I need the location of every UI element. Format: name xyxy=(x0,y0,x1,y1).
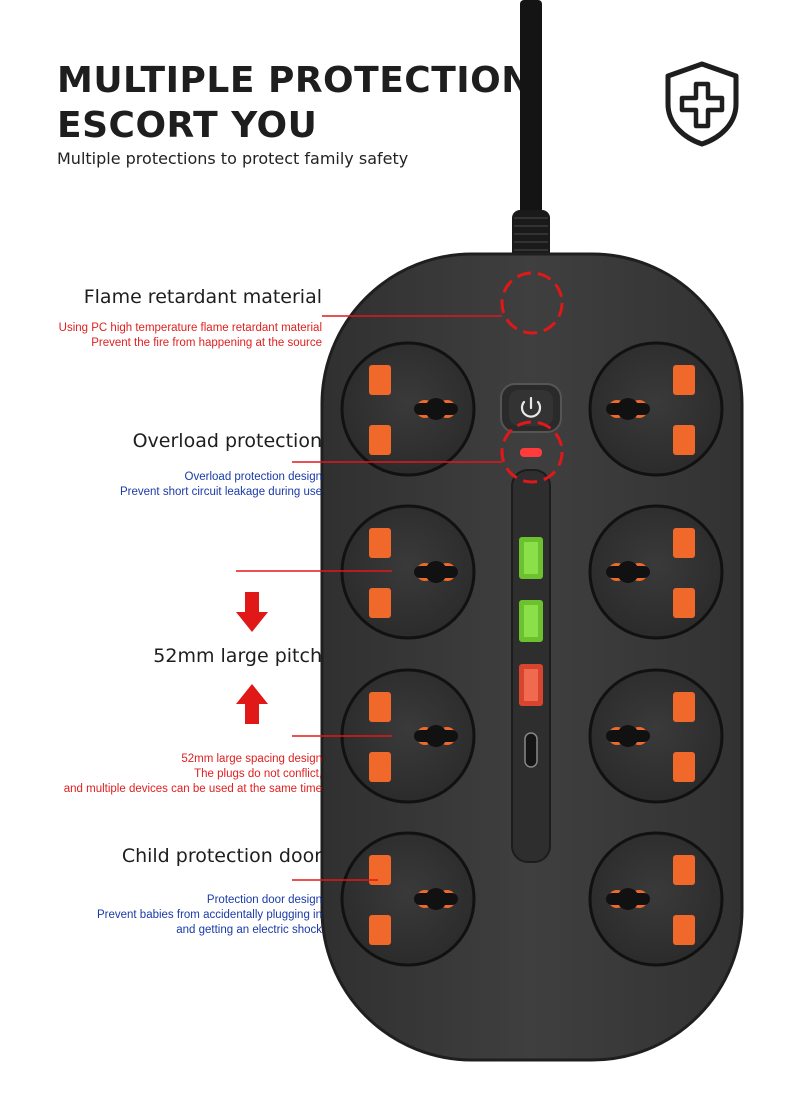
callouts xyxy=(236,271,564,881)
feature-desc-flame-line-1: Using PC high temperature flame retardan… xyxy=(58,322,322,334)
subheadline: Multiple protections to protect family s… xyxy=(57,149,409,168)
feature-desc-overload: Overload protection design Prevent short… xyxy=(120,470,322,500)
feature-desc-pitch-line-2: The plugs do not conflict, xyxy=(194,768,322,780)
shield-cross-icon xyxy=(665,61,739,147)
outlet-socket xyxy=(340,504,476,640)
feature-desc-child-door: Protection door design Prevent babies fr… xyxy=(97,893,322,938)
outlet-socket xyxy=(588,831,724,967)
feature-title-flame: Flame retardant material xyxy=(83,286,322,308)
arrow-up-icon xyxy=(236,684,268,724)
feature-desc-pitch-line-3: and multiple devices can be used at the … xyxy=(63,783,322,795)
outlet-socket xyxy=(340,831,476,967)
callout-circle-flame xyxy=(500,271,564,335)
outlet-socket xyxy=(340,668,476,804)
callout-circle-overload xyxy=(500,420,564,484)
outlet-socket xyxy=(588,504,724,640)
usb-c-port xyxy=(524,732,538,768)
feature-desc-overload-line-1: Overload protection design xyxy=(184,471,322,483)
power-icon xyxy=(520,396,542,418)
feature-desc-pitch: 52mm large spacing design The plugs do n… xyxy=(64,752,322,797)
feature-title-overload: Overload protection xyxy=(132,430,322,452)
overload-indicator-light xyxy=(520,448,542,457)
power-button[interactable] xyxy=(500,383,562,433)
arrow-down-icon xyxy=(236,592,268,632)
feature-desc-pitch-line-1: 52mm large spacing design xyxy=(181,753,322,765)
feature-desc-flame-line-2: Prevent the fire from happening at the s… xyxy=(91,337,322,349)
usb-port-green-2 xyxy=(519,600,543,642)
usb-port-green-1 xyxy=(519,537,543,579)
feature-desc-flame: Using PC high temperature flame retardan… xyxy=(59,321,322,351)
feature-desc-overload-line-2: Prevent short circuit leakage during use xyxy=(120,486,322,498)
power-cable xyxy=(512,0,550,262)
outlet-socket xyxy=(588,668,724,804)
usb-port-red xyxy=(519,664,543,706)
outlet-socket xyxy=(588,341,724,477)
feature-desc-child-door-line-2: Prevent babies from accidentally pluggin… xyxy=(96,909,322,921)
headline: MULTIPLE PROTECTION ESCORT YOU xyxy=(57,58,532,148)
headline-line-2: ESCORT YOU xyxy=(57,105,318,146)
feature-desc-child-door-line-3: and getting an electric shock xyxy=(176,924,322,936)
feature-desc-child-door-line-1: Protection door design xyxy=(206,894,322,906)
feature-title-child-door: Child protection door xyxy=(121,845,322,867)
outlet-socket xyxy=(340,341,476,477)
feature-title-pitch: 52mm large pitch xyxy=(153,645,322,667)
headline-line-1: MULTIPLE PROTECTION xyxy=(57,60,532,101)
